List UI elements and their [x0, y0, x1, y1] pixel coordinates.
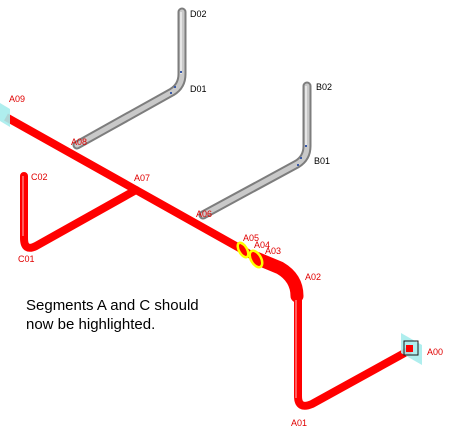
label-b01: B01 [314, 156, 330, 166]
label-a08: A08 [71, 137, 87, 147]
caption: Segments A and C should now be highlight… [26, 296, 199, 334]
label-a06: A06 [196, 209, 212, 219]
label-a00: A00 [427, 347, 443, 357]
caption-line-2: now be highlighted. [26, 316, 156, 333]
label-d02: D02 [190, 9, 207, 19]
label-a03: A03 [265, 246, 281, 256]
square-marker-icon[interactable] [403, 340, 419, 356]
label-c02: C02 [31, 172, 48, 182]
joint-a03-ring [248, 249, 264, 269]
label-a01: A01 [291, 418, 307, 428]
label-a07: A07 [134, 173, 150, 183]
label-d01: D01 [190, 84, 207, 94]
joint-a05-ring [236, 241, 250, 259]
label-a05: A05 [243, 233, 259, 243]
label-b02: B02 [316, 82, 332, 92]
node-dots [170, 71, 307, 166]
a09-endcap [0, 103, 10, 127]
segment-b-pipe[interactable] [198, 81, 312, 220]
label-a09: A09 [9, 94, 25, 104]
segment-c-pipe[interactable] [20, 172, 140, 252]
label-a04: A04 [254, 240, 270, 250]
caption-line-1: Segments A and C should [26, 297, 199, 314]
segment-d-pipe[interactable] [72, 7, 187, 150]
label-c01: C01 [18, 254, 35, 264]
segment-a-pipe[interactable] [4, 113, 412, 410]
label-a02: A02 [305, 272, 321, 282]
